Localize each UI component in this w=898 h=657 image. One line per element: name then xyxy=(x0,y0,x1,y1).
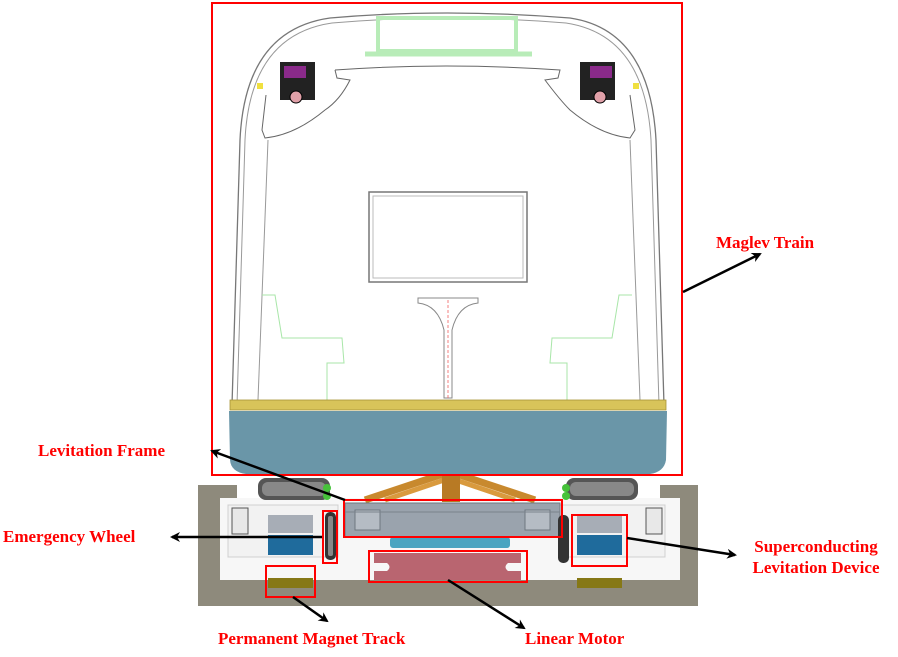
box-linear-motor xyxy=(368,550,528,583)
arrow-magnet-track xyxy=(292,595,329,623)
box-maglev-train xyxy=(211,2,683,476)
label-sc-device-line2: Levitation Device xyxy=(752,558,880,577)
box-emergency-wheel xyxy=(322,510,338,564)
arrow-levitation-frame xyxy=(210,449,346,502)
collector-right xyxy=(580,62,639,104)
floor-strip xyxy=(229,399,667,411)
car-body xyxy=(229,12,667,474)
label-sc-device-line1: Superconducting xyxy=(754,537,878,556)
collector-left xyxy=(257,62,315,104)
box-magnet-track xyxy=(265,565,316,598)
linear-motor xyxy=(374,553,521,580)
bogie xyxy=(227,471,666,580)
arrow-maglev-train xyxy=(682,252,762,294)
arrows xyxy=(170,252,762,630)
label-maglev-train: Maglev Train xyxy=(716,233,815,252)
label-emergency-wheel: Emergency Wheel xyxy=(3,527,136,546)
permanent-magnet-track-left xyxy=(268,578,313,588)
box-sc-device xyxy=(571,514,628,567)
arrow-sc-device xyxy=(626,536,737,559)
highlight-boxes xyxy=(211,2,683,598)
car-body-lower xyxy=(229,411,667,474)
label-linear-motor: Linear Motor xyxy=(525,629,625,648)
levitation-frame xyxy=(344,502,561,538)
roof-unit xyxy=(376,16,518,53)
label-permanent-magnet-track: Permanent Magnet Track xyxy=(218,629,406,648)
screen xyxy=(368,191,528,283)
box-levitation-frame xyxy=(343,499,563,538)
arrow-linear-motor xyxy=(447,578,526,630)
label-levitation-frame: Levitation Frame xyxy=(38,441,165,460)
permanent-magnet-track-right xyxy=(577,578,622,588)
label-sc-device: Superconducting Levitation Device xyxy=(741,536,891,578)
